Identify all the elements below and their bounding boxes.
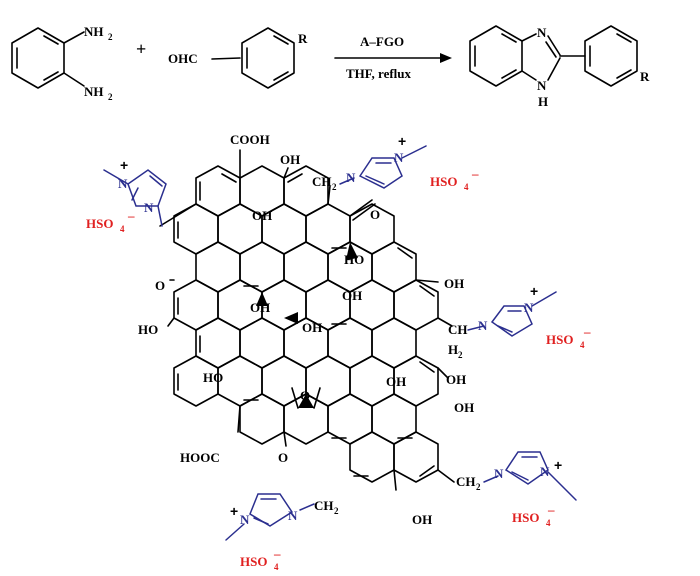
imidazolium-top-left: N + N HSO 4 – — [86, 157, 167, 234]
oh-label: OH — [250, 300, 270, 315]
ch2-label: CH — [456, 474, 476, 489]
n-label: N — [144, 200, 154, 215]
hso4-label: HSO — [430, 174, 457, 189]
hso4-label: HSO — [86, 216, 113, 231]
benzaldehyde: OHC R — [168, 27, 308, 89]
product-n-top-label: N — [537, 25, 547, 40]
svg-text:4: 4 — [546, 518, 551, 528]
oh-label: OH — [412, 512, 432, 527]
svg-text:2: 2 — [334, 506, 339, 516]
svg-text:–: – — [471, 166, 479, 181]
ketone-o-label: O — [370, 207, 380, 222]
oh-label: OH — [252, 208, 272, 223]
product-n-bottom-label: N — [537, 78, 547, 93]
ho-label: HO — [138, 322, 158, 337]
hso4-label: HSO — [512, 510, 539, 525]
oh-label: OH — [446, 372, 466, 387]
product-r-label: R — [640, 69, 650, 84]
aldehyde-r-label: R — [298, 31, 308, 46]
cooh-top-label: COOH — [230, 132, 270, 147]
n-plus-label: N — [524, 300, 534, 315]
hso4-label: HSO — [546, 332, 573, 347]
ho-label: HO — [344, 252, 364, 267]
go-labels: COOH OH OH O O HO OH OH OH OH HO HO O OH… — [138, 132, 474, 527]
svg-text:–: – — [127, 208, 135, 223]
h2-label: H — [448, 342, 458, 357]
plus-sign: + — [136, 39, 146, 59]
ho-label: HO — [203, 370, 223, 385]
svg-text:4: 4 — [580, 340, 585, 350]
svg-text:2: 2 — [332, 182, 337, 192]
oh-label: OH — [454, 400, 474, 415]
n-plus-label: N — [118, 176, 128, 191]
imidazolium-bottom-left: CH 2 N N + HSO 4 – — [225, 493, 339, 572]
svg-text:–: – — [583, 324, 591, 339]
svg-text:2: 2 — [108, 32, 113, 42]
imidazolium-bottom-right: CH 2 N N + HSO 4 – — [456, 451, 577, 528]
o-phenylenediamine: NH 2 NH 2 — [11, 24, 113, 102]
n-plus-label: N — [240, 512, 250, 527]
ketone-o-label: O — [278, 450, 288, 465]
n-plus-label: N — [394, 150, 404, 165]
epoxide-o-label: O — [300, 388, 310, 403]
svg-text:2: 2 — [476, 482, 481, 492]
plus-charge: + — [530, 283, 538, 299]
ch2-label: CH — [448, 322, 468, 337]
oh-label: OH — [342, 288, 362, 303]
plus-charge: + — [398, 133, 406, 149]
ch2-label: CH — [314, 498, 334, 513]
n-label: N — [288, 508, 298, 523]
benzimidazole-product: N N H R — [469, 25, 650, 109]
oh-label: OH — [386, 374, 406, 389]
reaction-arrow: A–FGO THF, reflux — [334, 34, 452, 81]
n-plus-label: N — [540, 464, 550, 479]
svg-text:2: 2 — [458, 350, 463, 360]
hso4-label: HSO — [240, 554, 267, 569]
svg-text:–: – — [547, 502, 555, 517]
nh2-top-label: NH — [84, 24, 104, 39]
conditions-label: THF, reflux — [346, 66, 412, 81]
ch2-label: CH — [312, 174, 332, 189]
hooc-bottom-label: HOOC — [180, 450, 220, 465]
nh2-bottom-label: NH — [84, 84, 104, 99]
oh-label: OH — [302, 320, 322, 335]
plus-charge: + — [120, 157, 128, 173]
svg-text:–: – — [273, 546, 281, 561]
product-h-label: H — [538, 94, 548, 109]
svg-text:4: 4 — [120, 224, 125, 234]
plus-charge: + — [554, 457, 562, 473]
imidazolium-top-right: CH 2 N N + HSO 4 – — [312, 133, 479, 192]
n-label: N — [478, 318, 488, 333]
oh-label: OH — [280, 152, 300, 167]
svg-text:4: 4 — [274, 562, 279, 572]
imidazolium-middle-right: CH H 2 N N + HSO 4 – — [448, 283, 591, 360]
svg-text:2: 2 — [108, 92, 113, 102]
svg-text:4: 4 — [464, 182, 469, 192]
n-label: N — [346, 170, 356, 185]
graphene-oxide-sheet — [159, 149, 455, 491]
catalyst-label: A–FGO — [360, 34, 404, 49]
n-label: N — [494, 466, 504, 481]
aldehyde-group-label: OHC — [168, 51, 198, 66]
plus-charge: + — [230, 503, 238, 519]
oh-label: OH — [444, 276, 464, 291]
ketone-o-label: O — [155, 278, 165, 293]
